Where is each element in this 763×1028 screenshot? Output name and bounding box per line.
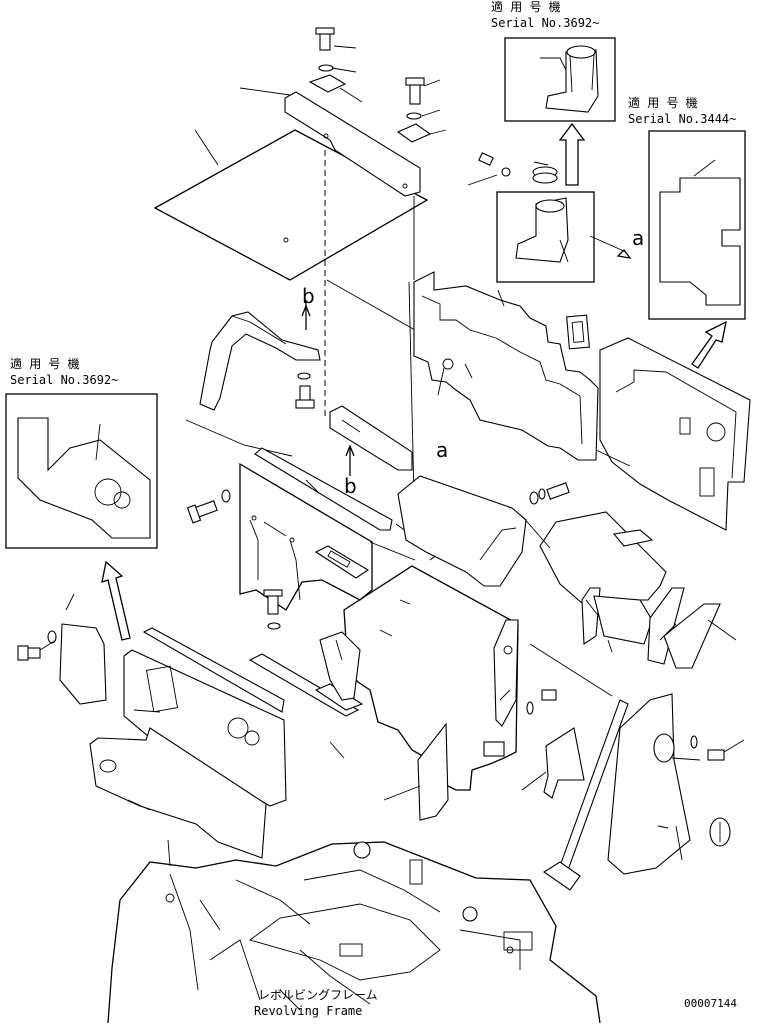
top-cover-plate (153, 129, 429, 281)
callout-applicable-right: 適 用 号 機 (628, 96, 698, 110)
rear-wall-panel (239, 462, 373, 611)
callout-applicable-left: 適 用 号 機 (10, 357, 80, 371)
callout-serial-left: Serial No.3692~ (10, 373, 119, 387)
insulation-panel-right (595, 337, 751, 531)
arrow-to-left-inset (101, 560, 131, 641)
callout-serial-top-right: Serial No.3692~ (491, 16, 600, 30)
revolving-frame (107, 839, 601, 1024)
inset-box-right (648, 130, 746, 320)
mount-bracket-main (467, 152, 632, 283)
arrow-to-top-inset (558, 122, 586, 186)
long-slim-strip (542, 699, 629, 891)
frame-label-english: Revolving Frame (254, 1004, 363, 1018)
inset-box-left (5, 393, 158, 549)
support-bracket-left (185, 311, 321, 457)
plate-piece-center (314, 545, 370, 579)
shroud-cover (397, 475, 527, 587)
frame-label-japanese: レボルビングフレーム (258, 988, 378, 1002)
top-bolts (308, 27, 447, 143)
callout-applicable-top-right: 適 用 号 機 (491, 0, 561, 14)
inset-box-top-right (504, 37, 616, 122)
left-bolts (17, 489, 283, 661)
right-side-covers (539, 511, 737, 669)
arrow-label-a-right: a (632, 226, 645, 250)
right-pillar-cover (607, 693, 731, 875)
arrow-b-upper (301, 300, 311, 330)
top-bracket-strip (239, 87, 421, 197)
left-floor-panels (59, 593, 287, 859)
arrow-to-right-inset (691, 320, 727, 369)
tall-bracket (417, 722, 585, 821)
right-bolts (526, 482, 745, 761)
insulation-panel-upper (413, 271, 599, 461)
arrow-b-lower (345, 444, 355, 476)
slider-strip (329, 405, 413, 471)
drawing-number: 00007144 (684, 997, 737, 1010)
callout-serial-right: Serial No.3444~ (628, 112, 737, 126)
center-strip-small (248, 653, 364, 717)
arrow-label-a-middle: a (436, 438, 449, 462)
arrow-label-b-upper: b (302, 284, 315, 308)
top-seal-strip (254, 447, 393, 531)
arrow-label-b-lower: b (344, 474, 357, 498)
bent-bracket (319, 631, 361, 701)
